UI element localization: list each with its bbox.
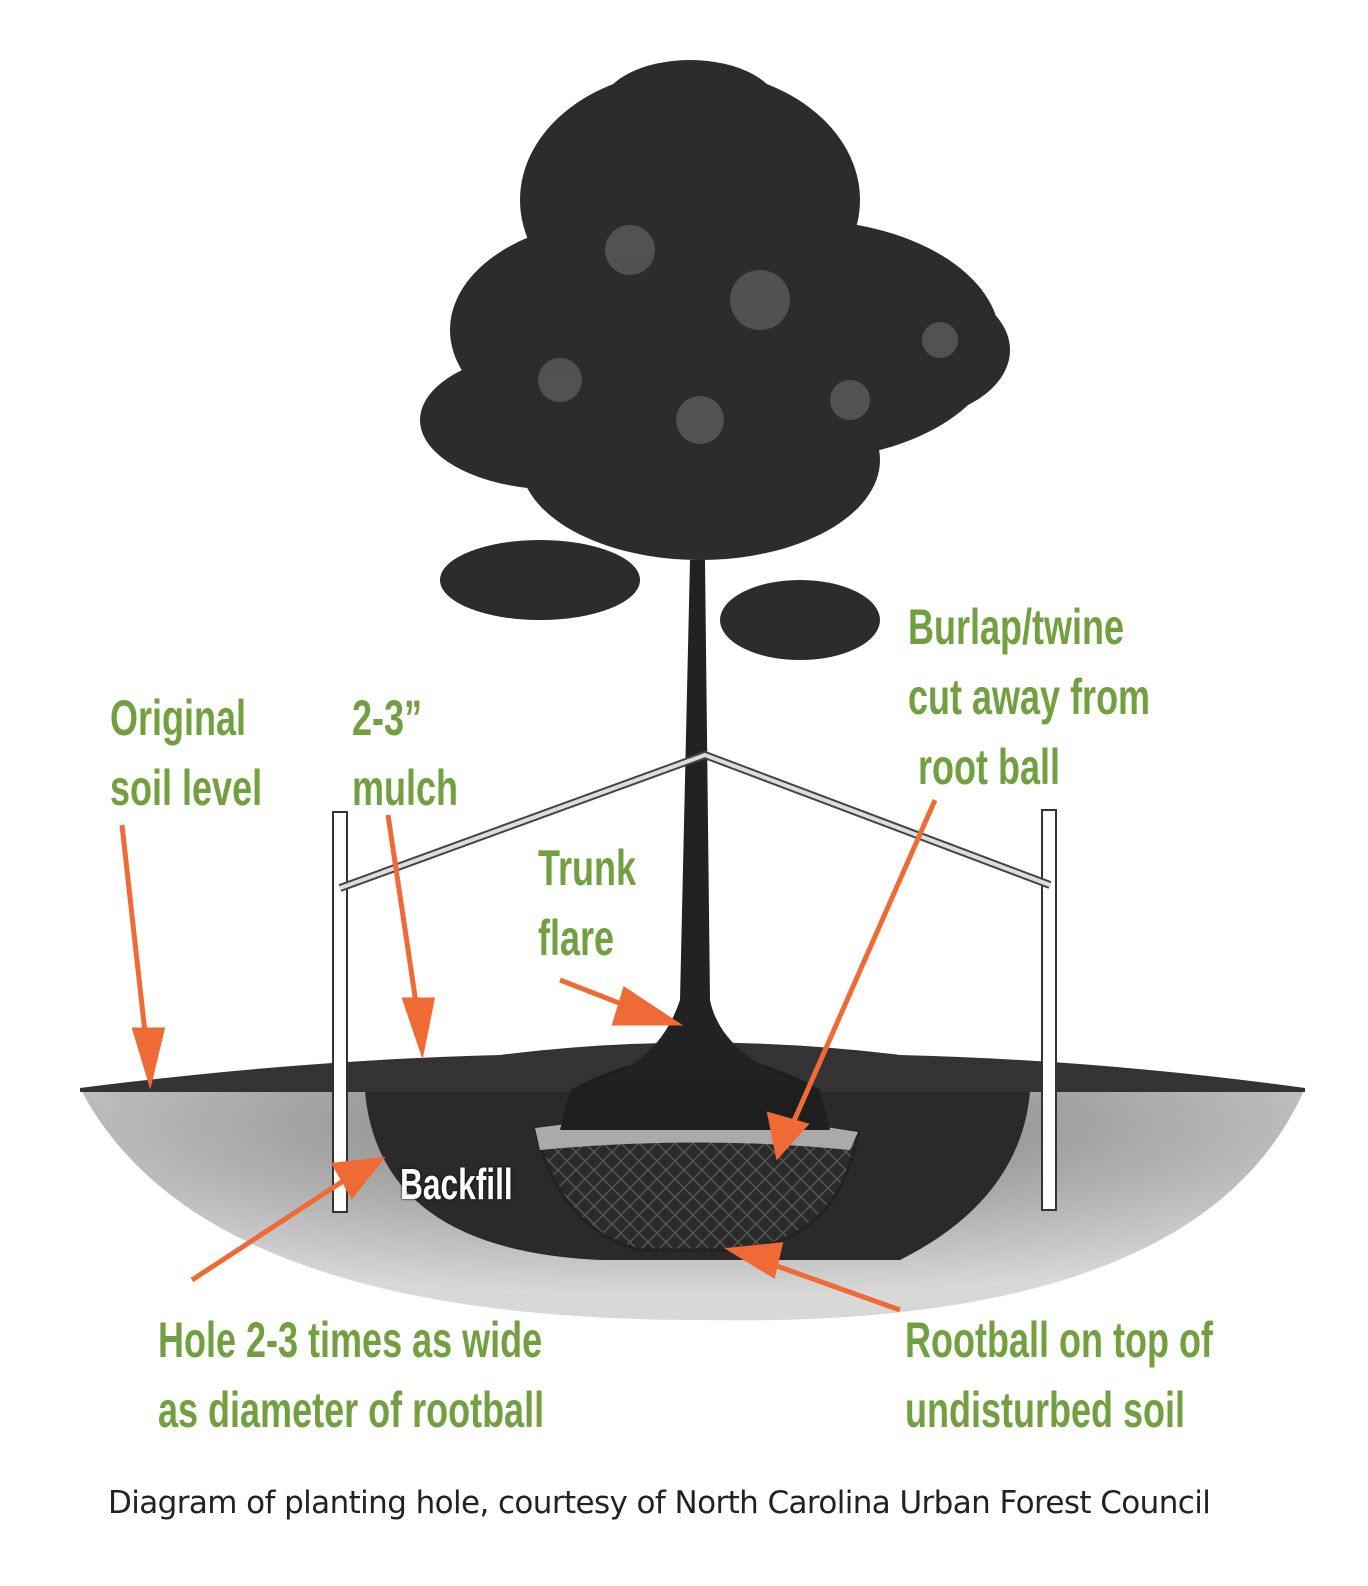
label-line: flare — [538, 910, 615, 966]
label-line: Burlap/twine — [908, 599, 1125, 655]
tree — [420, 60, 1010, 1080]
label-hole-width: Hole 2-3 times as wide as diameter of ro… — [158, 1305, 544, 1445]
arrows — [119, 798, 938, 1313]
figure-caption: Diagram of planting hole, courtesy of No… — [108, 1485, 1211, 1521]
label-line: soil level — [110, 760, 263, 816]
stakes — [332, 750, 1057, 1213]
label-line: Rootball on top of — [905, 1312, 1213, 1368]
label-line: root ball — [908, 739, 1060, 795]
label-line: as diameter of rootball — [158, 1382, 545, 1438]
label-line: mulch — [352, 760, 459, 816]
label-line: Original — [110, 690, 247, 746]
label-mulch: 2-3” mulch — [352, 683, 458, 823]
label-line: 2-3” — [352, 690, 423, 746]
label-original-soil-level: Original soil level — [110, 683, 262, 823]
label-backfill: Backfill — [400, 1160, 513, 1209]
label-line: Hole 2-3 times as wide — [158, 1312, 543, 1368]
label-trunk-flare: Trunk flare — [538, 833, 636, 973]
label-line: undisturbed soil — [905, 1382, 1186, 1438]
label-burlap-twine: Burlap/twine cut away from root ball — [908, 592, 1150, 802]
label-rootball-undisturbed-soil: Rootball on top of undisturbed soil — [905, 1305, 1213, 1445]
label-line: Trunk — [538, 840, 637, 896]
label-line: cut away from — [908, 669, 1151, 725]
